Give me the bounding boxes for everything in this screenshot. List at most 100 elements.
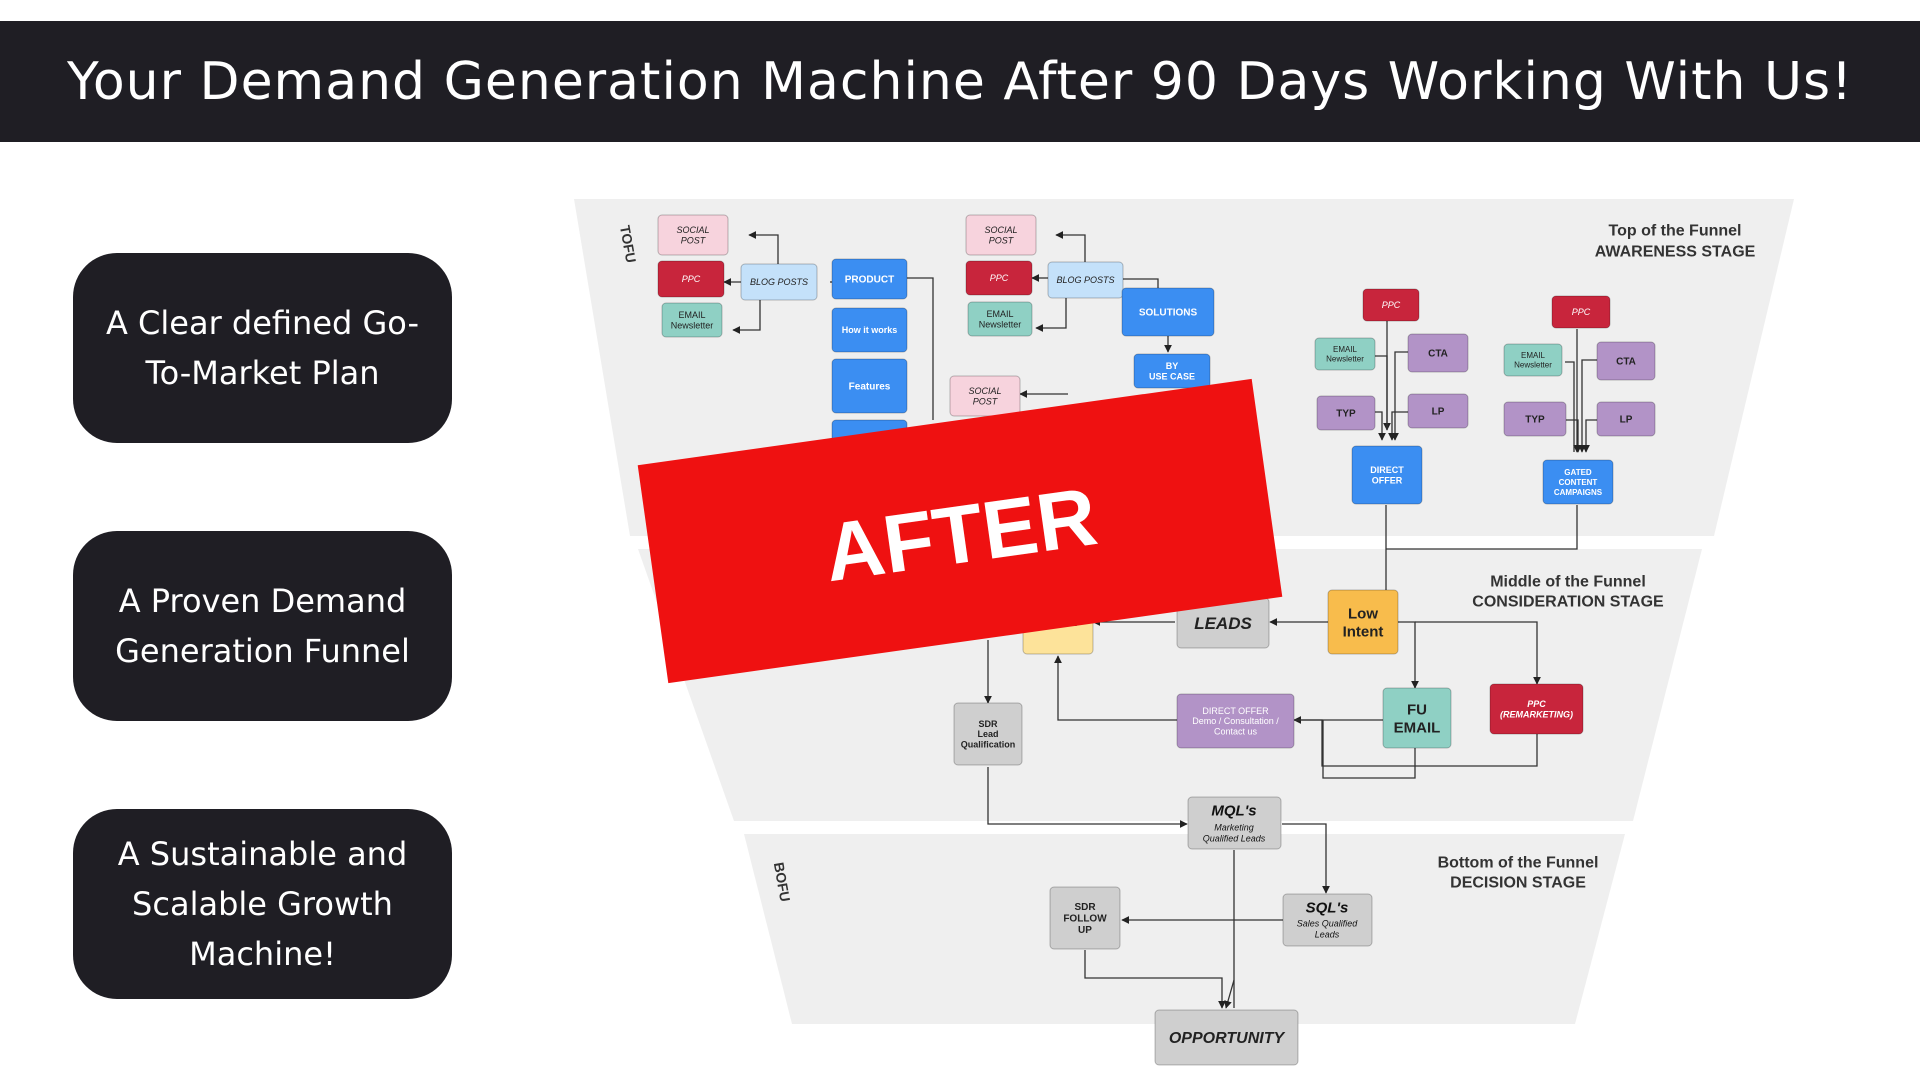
opportunity-box: OPPORTUNITY xyxy=(1154,1009,1299,1066)
direct-offer-box-shape xyxy=(1351,445,1423,505)
ppc-box-3-shape xyxy=(1362,288,1420,322)
tofu-side-label: TOFU xyxy=(617,224,639,264)
ppc-remarketing-box-label: PPC(REMARKETING) xyxy=(1500,699,1573,719)
lp-box-3-shape xyxy=(1407,393,1469,429)
cta-box-3-shape xyxy=(1407,333,1469,373)
ppc-box-1-label: PPC xyxy=(682,274,701,284)
cta-box-4: CTA xyxy=(1596,341,1656,381)
lp-box-4-label: LP xyxy=(1620,415,1633,426)
arrow-sdr-to-mql xyxy=(987,767,1188,828)
mqls-box-shape xyxy=(1187,796,1282,850)
email-box-1-shape xyxy=(661,302,723,338)
ppc-remarketing-box: PPC(REMARKETING) xyxy=(1489,683,1584,735)
email-box-2-shape xyxy=(967,301,1033,337)
arrow-direct-to-high xyxy=(1054,655,1177,721)
ppc-box-1: PPC xyxy=(657,260,725,298)
solutions-box-shape xyxy=(1121,287,1215,337)
benefit-card-demand-funnel: A Proven Demand Generation Funnel xyxy=(73,531,452,721)
arrow-sdrfu-to-opp xyxy=(1084,950,1226,1009)
arrow-typ4 xyxy=(1566,419,1582,453)
ppc-box-2: PPC xyxy=(965,260,1033,296)
cta-box-4-shape xyxy=(1596,341,1656,381)
email-box-3-shape xyxy=(1314,337,1376,371)
sdr-lead-qual-box-shape xyxy=(953,702,1023,766)
ppc-box-4-label: PPC xyxy=(1572,307,1591,317)
solutions-box: SOLUTIONS xyxy=(1121,287,1215,337)
bofu-side-label: BOFU xyxy=(771,861,794,903)
features-box-shape xyxy=(831,358,908,414)
conn-blog2-solutions xyxy=(1123,278,1159,288)
typ-box-3-label: TYP xyxy=(1336,409,1356,420)
blog-posts-box-2-shape xyxy=(1047,261,1124,299)
conn-gated-down xyxy=(1386,505,1578,550)
social-post-box-1-shape xyxy=(657,214,729,256)
mqls-title: MQL's xyxy=(1211,802,1256,819)
arrow-ppc-loop xyxy=(1294,719,1538,767)
sdr-follow-up-box-shape xyxy=(1049,886,1121,950)
ppc-box-2-label: PPC xyxy=(990,273,1009,283)
arrow-blog2-social xyxy=(1055,231,1086,262)
arrow-fuemail-loop xyxy=(1322,720,1416,779)
direct-offer-demo-box-shape xyxy=(1176,693,1295,749)
arrow-email4 xyxy=(1565,361,1575,452)
arrow-low-to-ppc xyxy=(1415,621,1541,685)
cta-box-3: CTA xyxy=(1407,333,1469,373)
mofu-stage-subtitle: CONSIDERATION STAGE xyxy=(1472,594,1664,611)
leads-box: LEADS xyxy=(1176,597,1270,649)
product-box-shape xyxy=(831,258,908,300)
email-box-4-shape xyxy=(1503,343,1563,377)
arrow-typ3 xyxy=(1375,411,1386,441)
fu-email-box-shape xyxy=(1382,687,1452,749)
cta-box-4-label: CTA xyxy=(1616,357,1636,368)
arrow-mql-to-sql xyxy=(1282,823,1330,894)
after-banner-shape xyxy=(637,378,1283,684)
lp-box-4: LP xyxy=(1596,401,1656,437)
opportunity-box-label: OPPORTUNITY xyxy=(1169,1030,1286,1047)
sqls-title: SQL's xyxy=(1306,899,1349,916)
blog-posts-box-1-shape xyxy=(740,263,818,301)
arrow-blog1-social xyxy=(748,231,779,264)
leads-box-label: LEADS xyxy=(1194,614,1252,633)
solutions-box-label: SOLUTIONS xyxy=(1139,308,1198,319)
ppc-box-4-shape xyxy=(1551,295,1611,329)
typ-box-3-shape xyxy=(1316,395,1376,431)
typ-box-3: TYP xyxy=(1316,395,1376,431)
ppc-box-3: PPC xyxy=(1362,288,1420,322)
how-it-works-box-label: How it works xyxy=(842,325,898,335)
product-box-label: PRODUCT xyxy=(845,275,894,286)
blog-posts-box-2-label: BLOG POSTS xyxy=(1056,275,1114,285)
product-box: PRODUCT xyxy=(831,258,908,300)
arrow-lp4 xyxy=(1582,419,1597,453)
social-post-box-2-shape xyxy=(965,214,1037,256)
arrow-product-down xyxy=(907,277,934,420)
sqls-box-shape xyxy=(1282,893,1373,947)
mofu-stage-title: Middle of the Funnel xyxy=(1490,574,1646,591)
bofu-stage-subtitle: DECISION STAGE xyxy=(1450,875,1586,892)
typ-box-4: TYP xyxy=(1503,401,1567,437)
how-it-works-box: How it works xyxy=(831,307,908,353)
benefit-card-gtm-plan: A Clear defined Go- To-Market Plan xyxy=(73,253,452,443)
